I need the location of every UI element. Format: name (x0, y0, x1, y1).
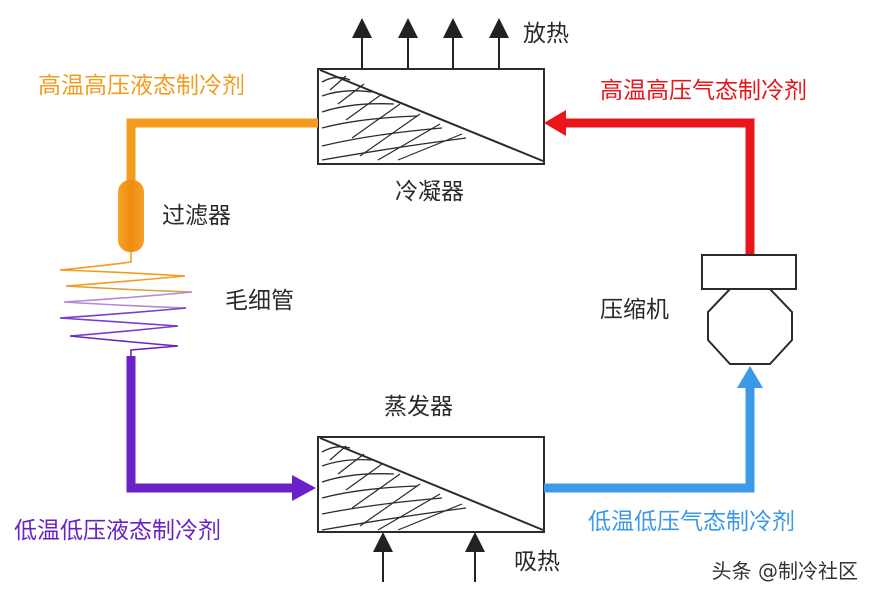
heat-absorb-arrows (373, 532, 485, 582)
heat-absorb-label: 吸热 (514, 549, 560, 575)
heat-arrow-up-icon (465, 532, 485, 582)
heat-arrow-up-icon (489, 18, 509, 68)
capillary-tube (59, 252, 193, 356)
high-pressure-gas-pipe (544, 110, 755, 255)
heat-arrow-up-icon (398, 18, 418, 68)
heat-release-label: 放热 (523, 21, 569, 47)
heat-release-arrows (352, 18, 509, 68)
compressor (701, 254, 797, 365)
high-pressure-liquid-pipe (126, 118, 318, 186)
condenser-label: 冷凝器 (395, 179, 464, 205)
low-pressure-liquid-pipe (126, 356, 316, 501)
flow-arrow-icon (544, 110, 566, 136)
low-pressure-gas-pipe (544, 366, 763, 493)
compressor-label: 压缩机 (600, 297, 669, 323)
high-pressure-liquid-label: 高温高压液态制冷剂 (38, 73, 245, 99)
heat-arrow-up-icon (373, 532, 393, 582)
capillary-label: 毛细管 (225, 288, 294, 314)
flow-arrow-icon (292, 475, 316, 501)
low-pressure-gas-label: 低温低压气态制冷剂 (588, 509, 795, 535)
evaporator (317, 436, 545, 533)
watermark: 头条 @制冷社区 (711, 559, 858, 583)
high-pressure-gas-label: 高温高压气态制冷剂 (600, 78, 807, 104)
flow-arrow-icon (737, 366, 763, 388)
filter (118, 180, 144, 252)
evaporator-label: 蒸发器 (384, 394, 453, 420)
condenser (317, 68, 545, 165)
heat-arrow-up-icon (443, 18, 463, 68)
filter-label: 过滤器 (162, 203, 231, 229)
heat-arrow-up-icon (352, 18, 372, 68)
low-pressure-liquid-label: 低温低压液态制冷剂 (14, 518, 221, 544)
